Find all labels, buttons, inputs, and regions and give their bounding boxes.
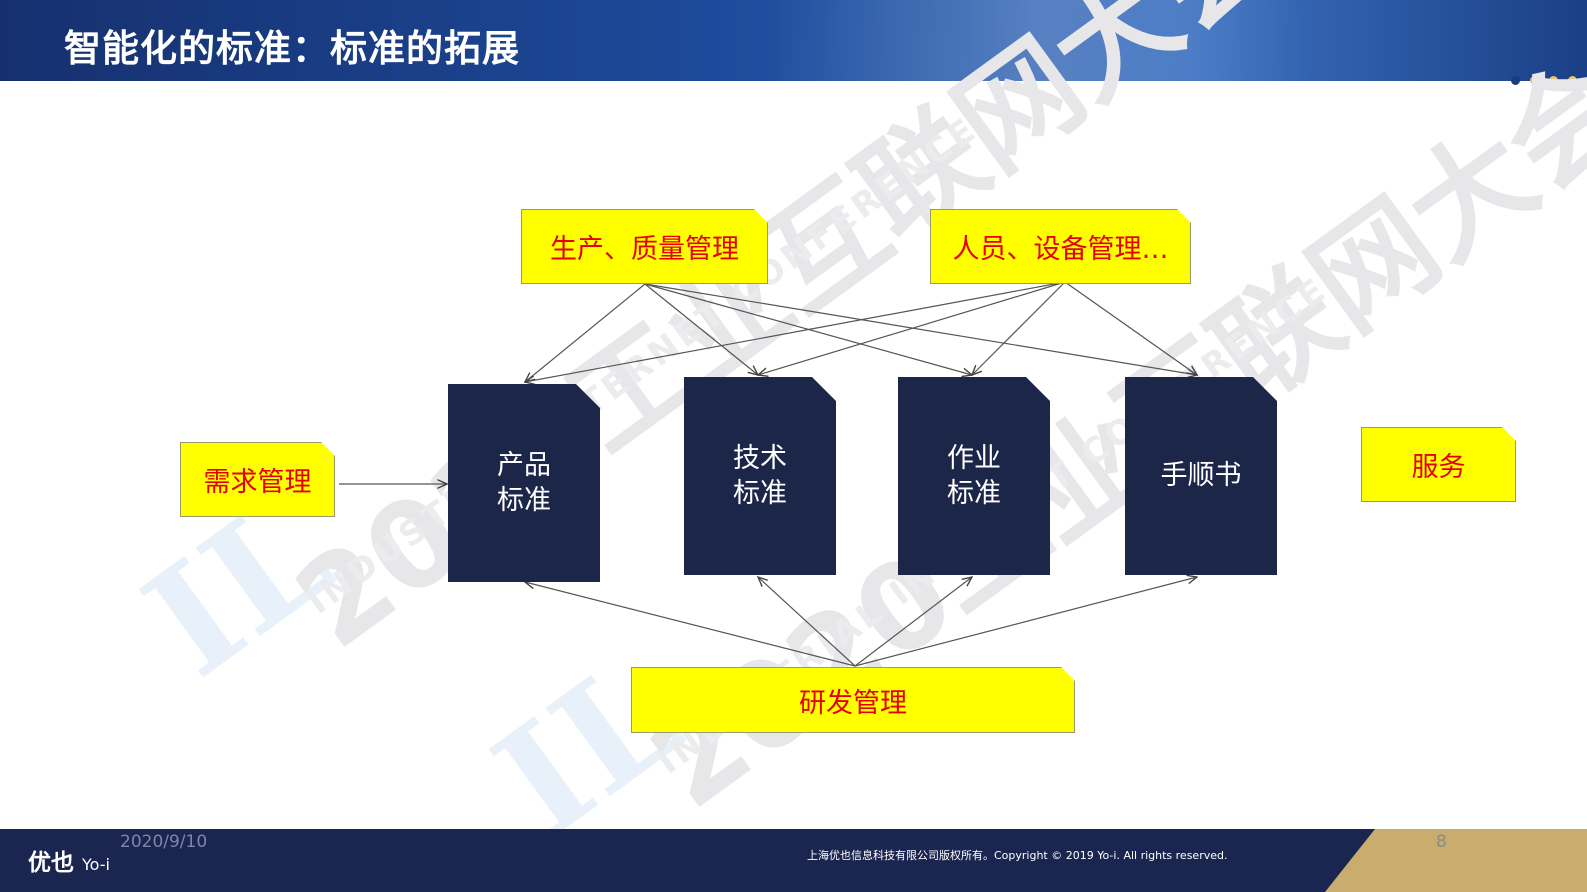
dot-indicator <box>1530 76 1539 85</box>
arrow-rnd-to-product <box>525 582 856 667</box>
doc-work-standard: 作业 标准 <box>898 377 1050 575</box>
page-title: 智能化的标准：标准的拓展 <box>64 27 520 70</box>
arrow-rnd-to-work <box>854 577 972 667</box>
arrow-personnel-to-manual <box>1064 281 1197 375</box>
footer-bar: 优也 Yo-i 2020/9/10 上海优也信息科技有限公司版权所有。Copyr… <box>0 829 1587 892</box>
arrow-personnel-to-tech <box>758 281 1066 375</box>
arrow-production-to-product <box>525 283 646 382</box>
header-dots <box>1511 76 1577 85</box>
arrow-production-to-tech <box>644 283 758 375</box>
box-requirements: 需求管理 <box>180 442 335 517</box>
box-personnel-equipment: 人员、设备管理… <box>930 209 1191 284</box>
header-bar: 智能化的标准：标准的拓展 <box>0 0 1587 81</box>
doc-label: 标准 <box>733 478 787 509</box>
arrow-rnd-to-manual <box>854 577 1197 667</box>
arrow-rnd-to-tech <box>758 577 856 667</box>
company-logo: 优也 Yo-i <box>28 850 110 876</box>
dot-indicator <box>1549 76 1558 85</box>
box-rnd: 研发管理 <box>631 667 1075 733</box>
slide-date: 2020/9/10 <box>120 832 208 852</box>
doc-manual: 手顺书 <box>1125 377 1277 575</box>
doc-label: 手顺书 <box>1160 460 1242 492</box>
doc-label: 产品 <box>497 449 551 481</box>
copyright-text: 上海优也信息科技有限公司版权所有。Copyright © 2019 Yo-i. … <box>807 849 1228 862</box>
footer-gold-accent <box>1325 829 1587 892</box>
box-service: 服务 <box>1361 427 1516 502</box>
arrow-production-to-manual <box>644 283 1197 375</box>
doc-tech-standard: 技术 标准 <box>684 377 836 575</box>
arrow-personnel-to-product <box>525 281 1066 382</box>
doc-label: 技术 <box>733 442 787 474</box>
page-number: 8 <box>1436 832 1447 852</box>
dot-indicator <box>1511 76 1520 85</box>
dot-indicator <box>1568 76 1577 85</box>
doc-product-standard: 产品 标准 <box>448 384 600 582</box>
doc-label: 标准 <box>947 478 1001 509</box>
doc-label: 标准 <box>497 485 551 516</box>
box-production-quality: 生产、质量管理 <box>521 209 768 284</box>
doc-label: 作业 <box>947 442 1001 474</box>
arrow-personnel-to-work <box>972 281 1066 375</box>
